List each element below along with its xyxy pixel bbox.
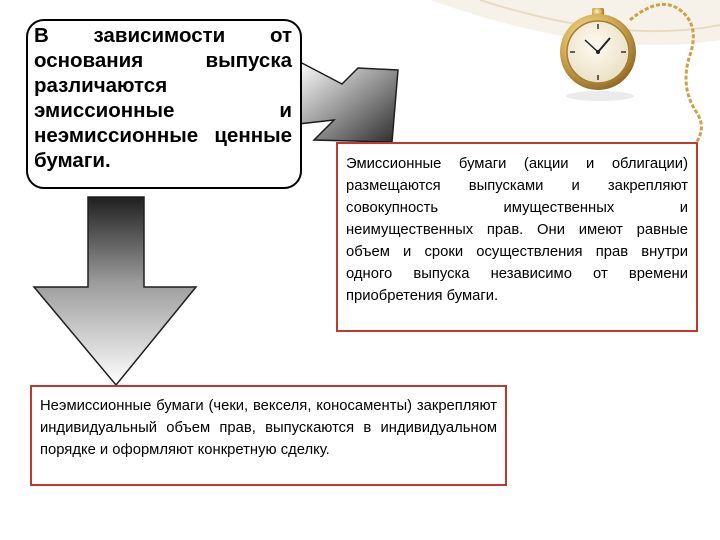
- pocket-watch-icon: [560, 2, 703, 157]
- nonemission-securities-box: Неэмиссионные бумаги (чеки, векселя, кон…: [30, 385, 507, 486]
- emission-securities-box: Эмиссионные бумаги (акции и облигации) р…: [336, 142, 698, 332]
- main-statement-box: В зависимости от основания выпуска разли…: [26, 19, 302, 189]
- emission-securities-text: Эмиссионные бумаги (акции и облигации) р…: [346, 156, 688, 304]
- nonemission-securities-text: Неэмиссионные бумаги (чеки, векселя, кон…: [40, 398, 497, 458]
- arrow-down-icon: [32, 196, 198, 387]
- main-statement-text: В зависимости от основания выпуска разли…: [34, 24, 292, 172]
